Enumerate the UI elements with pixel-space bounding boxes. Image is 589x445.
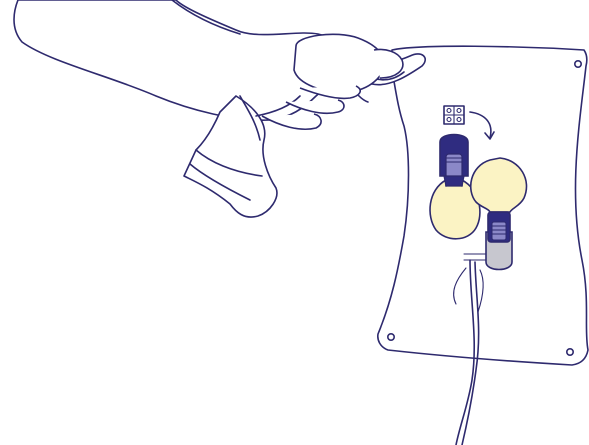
mounting-hole-icon bbox=[388, 334, 394, 340]
mounting-hole-icon bbox=[575, 61, 581, 67]
mounting-hole-icon bbox=[567, 349, 573, 355]
wall-plug-icon bbox=[444, 106, 464, 124]
